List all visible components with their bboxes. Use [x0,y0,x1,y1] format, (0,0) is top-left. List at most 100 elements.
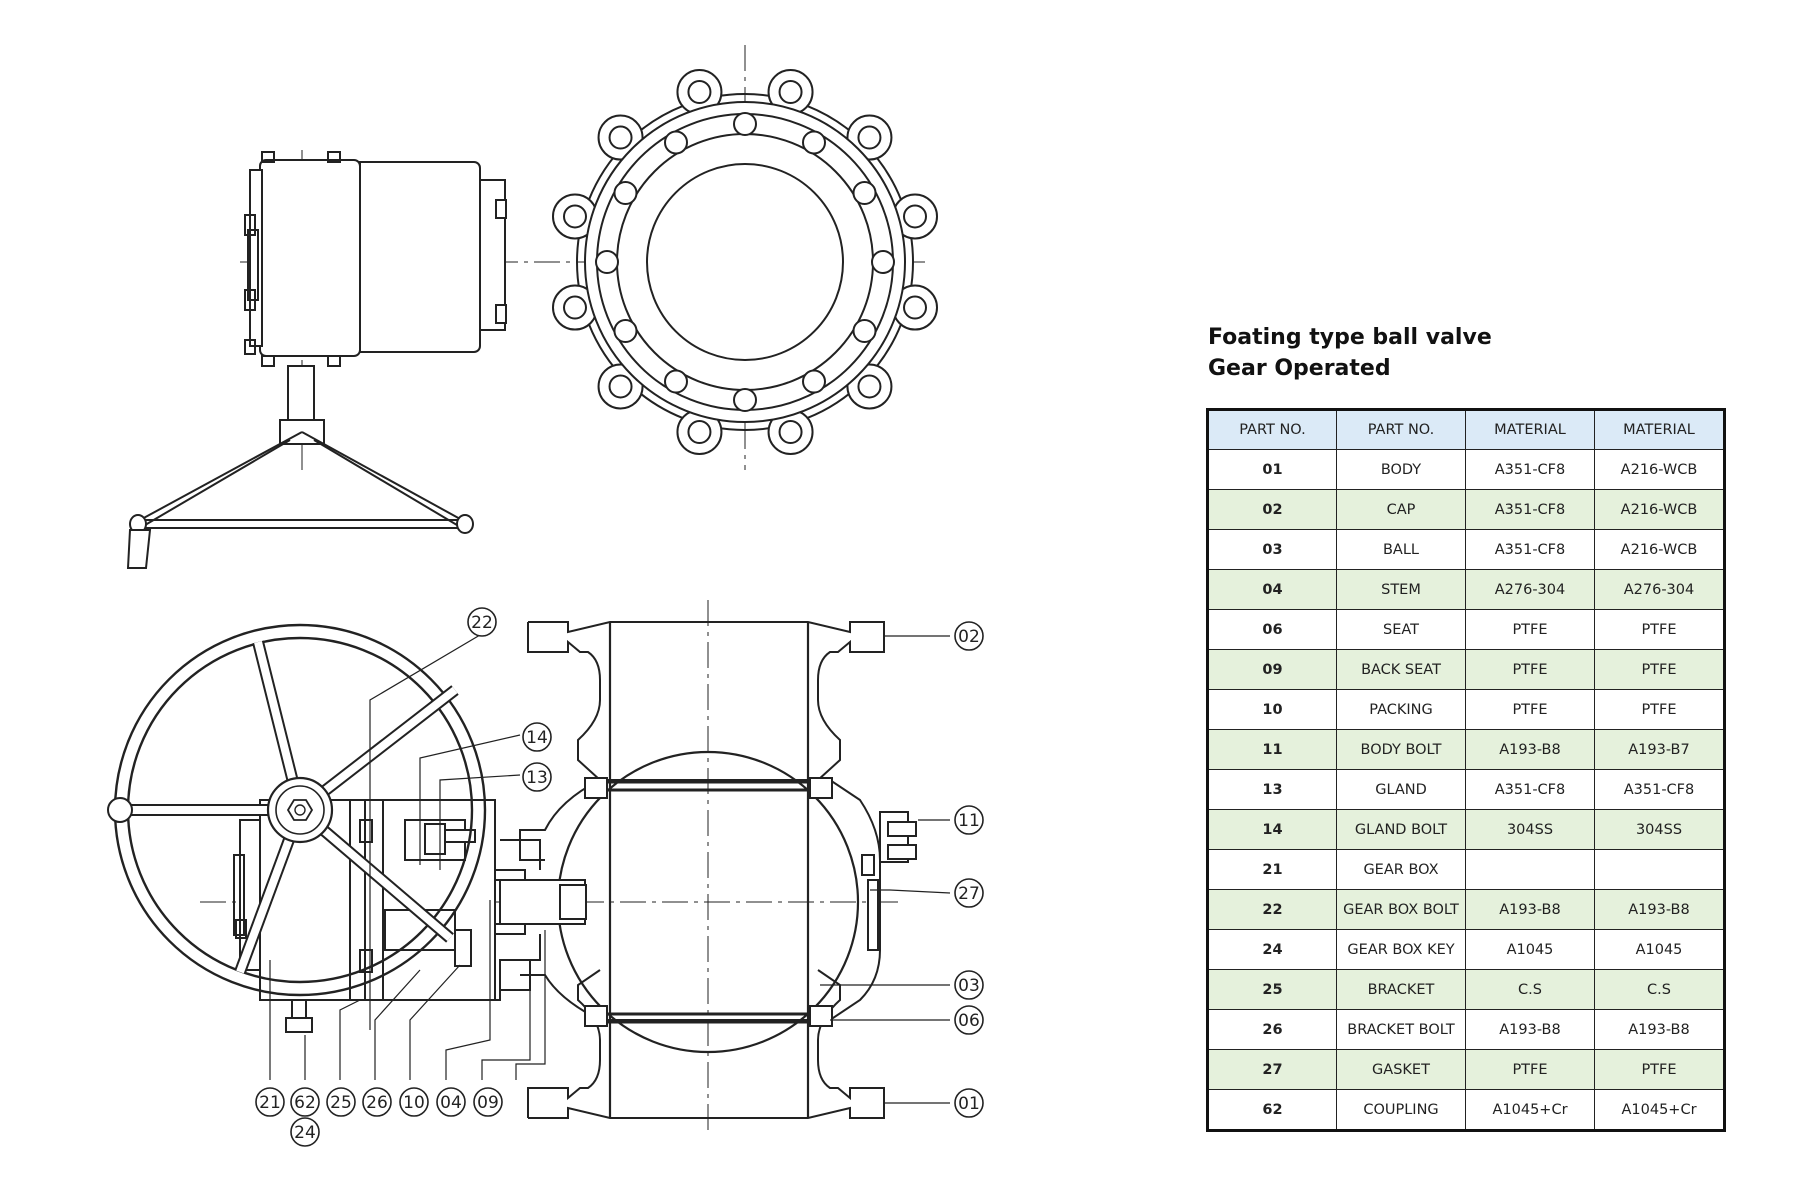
lug-bolt-hole [903,295,928,320]
lug-bolt-hole [608,374,633,399]
header-part-name: PART NO. [1336,409,1466,450]
cell-material-2: PTFE [1594,649,1725,690]
cell-material-2: PTFE [1594,689,1725,730]
cell-part-no: 14 [1207,809,1337,850]
callout-14: 14 [522,722,552,752]
cell-material-1: A276-304 [1465,569,1595,610]
callout-24: 24 [290,1117,320,1147]
cell-part-name: GEAR BOX KEY [1336,929,1466,970]
cell-part-no: 22 [1207,889,1337,930]
cell-material-2: PTFE [1594,1049,1725,1090]
flange-bolt-hole [802,369,826,394]
top-view [126,45,939,569]
title-line-1: Foating type ball valve [1208,325,1492,350]
cell-part-name: GASKET [1336,1049,1466,1090]
cell-material-1: PTFE [1465,689,1595,730]
svg-text:21: 21 [259,1093,281,1113]
section-view [107,600,951,1130]
cell-material-1: A351-CF8 [1465,769,1595,810]
svg-text:01: 01 [958,1094,980,1114]
flange-lugs [551,68,939,456]
header-material-1: MATERIAL [1465,409,1595,450]
cell-part-name: BRACKET [1336,969,1466,1010]
svg-text:02: 02 [958,627,980,647]
flange-bolt-hole [733,112,757,136]
flange-bolt-hole [664,130,688,155]
callout-06: 06 [954,1005,984,1035]
flange-bolt-hole [733,388,757,412]
cell-part-no: 13 [1207,769,1337,810]
flange-bolt-hole [802,130,826,155]
svg-text:26: 26 [366,1093,388,1113]
callout-11: 11 [954,805,984,835]
flange-bolt-hole [595,250,619,274]
cell-material-1: 304SS [1465,809,1595,850]
cell-part-no: 04 [1207,569,1337,610]
cell-part-name: GEAR BOX BOLT [1336,889,1466,930]
lug-bolt-hole [608,125,633,150]
cell-material-1: A351-CF8 [1465,449,1595,490]
cell-part-name: STEM [1336,569,1466,610]
ball [556,750,860,1054]
svg-text:09: 09 [477,1093,499,1113]
cell-part-name: BRACKET BOLT [1336,1009,1466,1050]
cell-material-1 [1465,849,1595,890]
cell-material-1: A193-B8 [1465,729,1595,770]
handle-grip [126,529,152,569]
cell-material-2: A276-304 [1594,569,1725,610]
cell-material-1: PTFE [1465,609,1595,650]
callout-balloons: 22 14 13 02 11 27 03 06 01 21 62 24 25 2… [255,607,984,1147]
cell-part-no: 10 [1207,689,1337,730]
svg-text:03: 03 [958,976,980,996]
flange-bolt-hole [852,319,877,343]
flange-bolt-hole [852,181,877,205]
cell-part-no: 62 [1207,1089,1337,1131]
cell-part-name: PACKING [1336,689,1466,730]
cell-material-1: PTFE [1465,649,1595,690]
cell-part-no: 09 [1207,649,1337,690]
cell-part-no: 02 [1207,489,1337,530]
cell-part-no: 01 [1207,449,1337,490]
cell-part-name: BALL [1336,529,1466,570]
cell-part-name: BODY [1336,449,1466,490]
cell-part-no: 03 [1207,529,1337,570]
cell-part-no: 24 [1207,929,1337,970]
svg-text:04: 04 [440,1093,462,1113]
callout-27: 27 [954,878,984,908]
cell-material-2: 304SS [1594,809,1725,850]
lug-bolt-hole [903,204,928,229]
cell-material-2: A216-WCB [1594,489,1725,530]
svg-text:10: 10 [403,1093,425,1113]
cell-part-no: 27 [1207,1049,1337,1090]
cell-material-2: A193-B8 [1594,1009,1725,1050]
lug-bolt-hole [857,125,882,150]
callout-26: 26 [362,1087,392,1117]
svg-text:06: 06 [958,1011,980,1031]
cell-material-2 [1594,849,1725,890]
lug-bolt-hole [778,420,803,445]
callout-10: 10 [399,1087,429,1117]
handwheel [107,623,487,997]
callout-04: 04 [436,1087,466,1117]
cell-part-name: BACK SEAT [1336,649,1466,690]
header-material-2: MATERIAL [1594,409,1725,450]
cell-material-1: A351-CF8 [1465,529,1595,570]
cell-material-1: A1045 [1465,929,1595,970]
callout-03: 03 [954,970,984,1000]
cell-material-1: A1045+Cr [1465,1089,1595,1131]
cell-part-name: BODY BOLT [1336,729,1466,770]
